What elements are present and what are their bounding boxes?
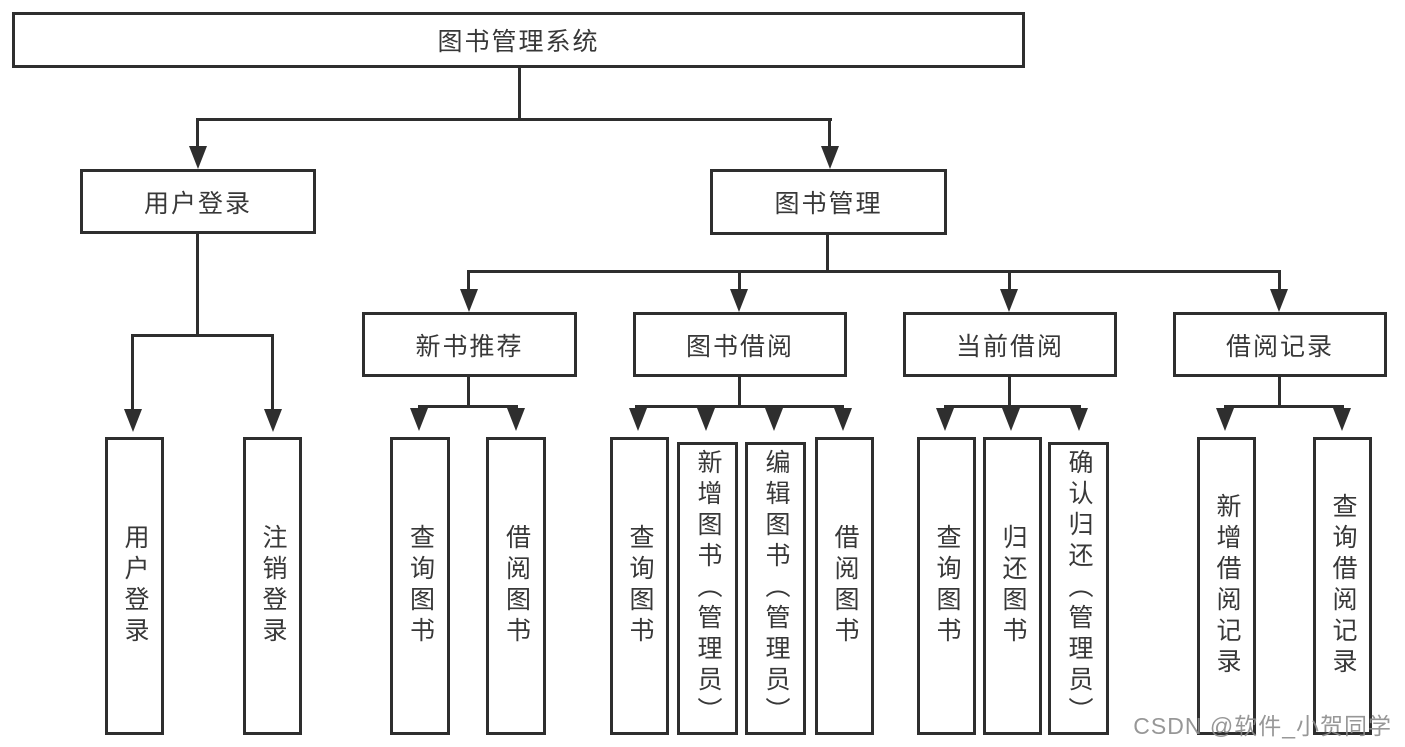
node-query-borrowing-record-label: 查询借阅记录 — [1329, 493, 1357, 679]
arrow-down-icon — [124, 409, 142, 432]
arrow-down-icon — [1000, 289, 1018, 312]
node-user-login-label: 用户登录 — [121, 524, 149, 648]
node-borrowing-borrow-books: 借阅图书 — [815, 437, 874, 735]
arrow-down-icon — [1216, 408, 1234, 431]
arrow-down-icon — [507, 408, 525, 431]
arrow-down-icon — [697, 408, 715, 431]
node-recommend-borrow-books: 借阅图书 — [486, 437, 546, 735]
connector-line — [1278, 270, 1281, 292]
node-current-borrowing-label: 当前借阅 — [955, 332, 1064, 361]
node-edit-books-admin: 编辑图书（管理员） — [745, 442, 806, 735]
node-root: 图书管理系统 — [12, 12, 1025, 68]
connector-line — [196, 118, 832, 121]
connector-line — [1008, 270, 1011, 292]
node-add-books-admin: 新增图书（管理员） — [677, 442, 738, 735]
connector-line — [271, 334, 274, 410]
node-book-management-module-label: 图书管理 — [774, 190, 883, 218]
arrow-down-icon — [629, 408, 647, 431]
node-recommend-query-books-label: 查询图书 — [406, 524, 435, 648]
arrow-down-icon — [410, 408, 428, 431]
node-book-borrowing-label: 图书借阅 — [685, 332, 794, 361]
arrow-down-icon — [189, 146, 207, 169]
node-new-book-recommendation: 新书推荐 — [362, 312, 577, 377]
connector-line — [467, 377, 470, 408]
node-borrowing-borrow-books-label: 借阅图书 — [831, 524, 859, 648]
node-user-login-module-label: 用户登录 — [143, 189, 252, 218]
connector-line — [826, 235, 829, 273]
connector-line — [518, 68, 521, 120]
arrow-down-icon — [821, 146, 839, 169]
arrow-down-icon — [1333, 408, 1351, 431]
node-book-management-module: 图书管理 — [710, 169, 947, 235]
node-return-books: 归还图书 — [983, 437, 1042, 735]
node-borrowing-records: 借阅记录 — [1173, 312, 1387, 377]
arrow-down-icon — [936, 408, 954, 431]
node-user-login-module: 用户登录 — [80, 169, 316, 234]
connector-line — [418, 405, 518, 408]
node-confirm-return-admin-label: 确认归还（管理员） — [1065, 449, 1093, 728]
connector-line — [131, 334, 274, 337]
connector-line — [131, 334, 134, 410]
connector-line — [467, 270, 470, 292]
node-book-borrowing: 图书借阅 — [633, 312, 847, 377]
arrow-down-icon — [1270, 289, 1288, 312]
node-borrowing-query-books-label: 查询图书 — [626, 524, 654, 648]
node-confirm-return-admin: 确认归还（管理员） — [1048, 442, 1109, 735]
node-logout-label: 注销登录 — [259, 524, 287, 648]
arrow-down-icon — [730, 289, 748, 312]
connector-line — [196, 118, 199, 148]
connector-line — [944, 405, 1081, 408]
arrow-down-icon — [460, 289, 478, 312]
arrow-down-icon — [1070, 408, 1088, 431]
arrow-down-icon — [834, 408, 852, 431]
node-return-books-label: 归还图书 — [999, 524, 1027, 648]
node-query-borrowing-record: 查询借阅记录 — [1313, 437, 1372, 735]
connector-line — [635, 405, 844, 408]
connector-line — [1224, 405, 1344, 408]
connector-line — [828, 118, 831, 148]
node-root-label: 图书管理系统 — [437, 28, 600, 56]
node-edit-books-admin-label: 编辑图书（管理员） — [762, 449, 790, 728]
connector-line — [196, 234, 199, 337]
node-logout: 注销登录 — [243, 437, 302, 735]
connector-line — [1008, 377, 1011, 408]
node-current-query-books: 查询图书 — [917, 437, 976, 735]
node-borrowing-query-books: 查询图书 — [610, 437, 669, 735]
node-add-borrowing-record-label: 新增借阅记录 — [1213, 493, 1241, 679]
arrow-down-icon — [765, 408, 783, 431]
node-recommend-query-books: 查询图书 — [390, 437, 450, 735]
connector-line — [467, 270, 1281, 273]
node-add-borrowing-record: 新增借阅记录 — [1197, 437, 1256, 735]
node-new-book-recommendation-label: 新书推荐 — [415, 332, 524, 361]
node-current-query-books-label: 查询图书 — [933, 524, 961, 648]
connector-line — [738, 270, 741, 292]
node-recommend-borrow-books-label: 借阅图书 — [502, 524, 531, 648]
arrow-down-icon — [264, 409, 282, 432]
connector-line — [738, 377, 741, 408]
node-current-borrowing: 当前借阅 — [903, 312, 1117, 377]
node-add-books-admin-label: 新增图书（管理员） — [694, 449, 722, 728]
arrow-down-icon — [1002, 408, 1020, 431]
connector-line — [1278, 377, 1281, 408]
node-user-login: 用户登录 — [105, 437, 164, 735]
watermark: CSDN @软件_小贺同学 — [1133, 713, 1392, 739]
node-borrowing-records-label: 借阅记录 — [1225, 332, 1334, 361]
